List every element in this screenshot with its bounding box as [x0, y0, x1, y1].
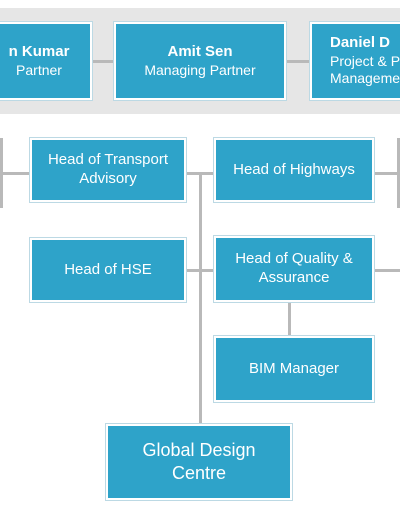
partner-name: Amit Sen	[167, 42, 233, 60]
connector-spine	[199, 172, 202, 426]
connector-row2-h	[184, 269, 218, 272]
connector-right-stub-top	[372, 172, 400, 175]
partner-name: n Kumar	[8, 42, 70, 60]
connector-left-vertical	[0, 138, 3, 208]
box-head-of-transport-advisory: Head of Transport Advisory	[30, 138, 186, 202]
connector-quality-bim	[288, 300, 291, 338]
partner-role: Managing Partner	[144, 61, 256, 78]
partner-role-line1: Project & Pr	[330, 52, 400, 69]
box-label: Head of Transport Advisory	[47, 151, 169, 187]
box-label: Head of HSE	[64, 260, 152, 278]
partner-box-kumar: n Kumar Partner	[0, 22, 92, 100]
box-head-of-quality-assurance: Head of Quality & Assurance	[214, 236, 374, 302]
partner-box-daniel: Daniel D Project & Pr Manageme	[310, 22, 400, 100]
partner-box-amit-sen: Amit Sen Managing Partner	[114, 22, 286, 100]
connector-right-vertical	[397, 138, 400, 208]
partner-role: Partner	[16, 61, 62, 78]
connector-right-stub-mid	[372, 269, 400, 272]
box-head-of-hse: Head of HSE	[30, 238, 186, 302]
box-label: Global Design Centre	[142, 439, 256, 483]
partner-name: Daniel D	[330, 34, 391, 52]
box-head-of-highways: Head of Highways	[214, 138, 374, 202]
box-bim-manager: BIM Manager	[214, 336, 374, 402]
partner-role-line2: Manageme	[330, 70, 400, 87]
connector-partners-left	[90, 60, 116, 63]
box-global-design-centre: Global Design Centre	[106, 424, 292, 500]
box-label: Head of Quality & Assurance	[235, 250, 353, 286]
connector-partners-right	[284, 60, 312, 63]
connector-row1-h	[184, 172, 218, 175]
box-label: Head of Highways	[233, 160, 355, 178]
connector-left-stub-top	[0, 172, 32, 175]
box-label: BIM Manager	[248, 359, 340, 377]
